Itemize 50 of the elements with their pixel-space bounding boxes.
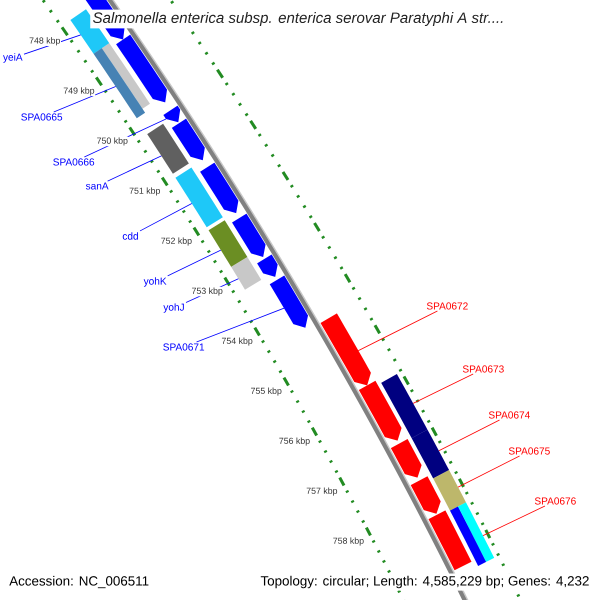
leader-line (412, 374, 474, 404)
gene-label: SPA0676 (534, 497, 576, 505)
gene-label: SPA0666 (53, 158, 94, 166)
tick-label: 756 kbp (278, 436, 311, 446)
title: Salmonella enterica subsp. enterica serovar Paratyphi A str.... (90, 10, 507, 28)
gene-bar (175, 167, 223, 228)
gene-bar (231, 257, 262, 290)
gene-label: SPA0675 (508, 447, 550, 455)
gene-bar (147, 124, 189, 174)
gene-label: yohK (144, 277, 166, 287)
gene-label: yeiA (3, 53, 23, 63)
tick-label: 755 kbp (250, 386, 282, 396)
gene-bar (163, 106, 180, 122)
tick-label: 751 kbp (128, 186, 161, 196)
gene-label: cdd (122, 232, 138, 240)
gene-label: yohJ (163, 303, 184, 313)
tick-label: 750 kbp (96, 136, 128, 146)
tick-label: 754 kbp (220, 336, 254, 346)
gene-bar (94, 48, 146, 118)
tick-label: 753 kbp (190, 286, 224, 296)
gene-bar (208, 220, 248, 267)
tick-label: 757 kbp (306, 486, 338, 496)
leader-line (196, 308, 284, 342)
leader-line (107, 156, 162, 182)
genome-info-text: Topology: circular; Length: 4,585,229 bp; Genes: 4,232 (258, 573, 592, 591)
leader-line (140, 203, 192, 232)
leader-line (358, 310, 438, 352)
gene-bar (320, 313, 371, 386)
gene-label: SPA0673 (462, 365, 504, 373)
accession-text: Accession: NC_006511 (9, 576, 148, 588)
leader-line (53, 86, 116, 112)
tick-label: 748 kbp (28, 36, 61, 46)
gene-bar (257, 254, 278, 277)
leader-line (482, 506, 546, 536)
gene-bar (381, 374, 428, 438)
gene-label: sanA (86, 182, 109, 190)
leader-line (438, 420, 500, 452)
tick-label: 758 kbp (332, 536, 365, 546)
gene-bar (412, 430, 450, 478)
gene-label: SPA0674 (488, 411, 530, 419)
leader-line (167, 250, 222, 276)
gene-label: SPA0671 (163, 343, 204, 351)
gene-label: SPA0672 (426, 302, 468, 310)
gene-bar (433, 470, 466, 511)
gene-label: SPA0665 (21, 113, 62, 121)
leader-line (458, 456, 520, 488)
tick-label: 752 kbp (160, 236, 193, 246)
gene-bar (450, 502, 494, 566)
tick-label: 749 kbp (62, 86, 96, 96)
gene-bar (270, 276, 308, 328)
